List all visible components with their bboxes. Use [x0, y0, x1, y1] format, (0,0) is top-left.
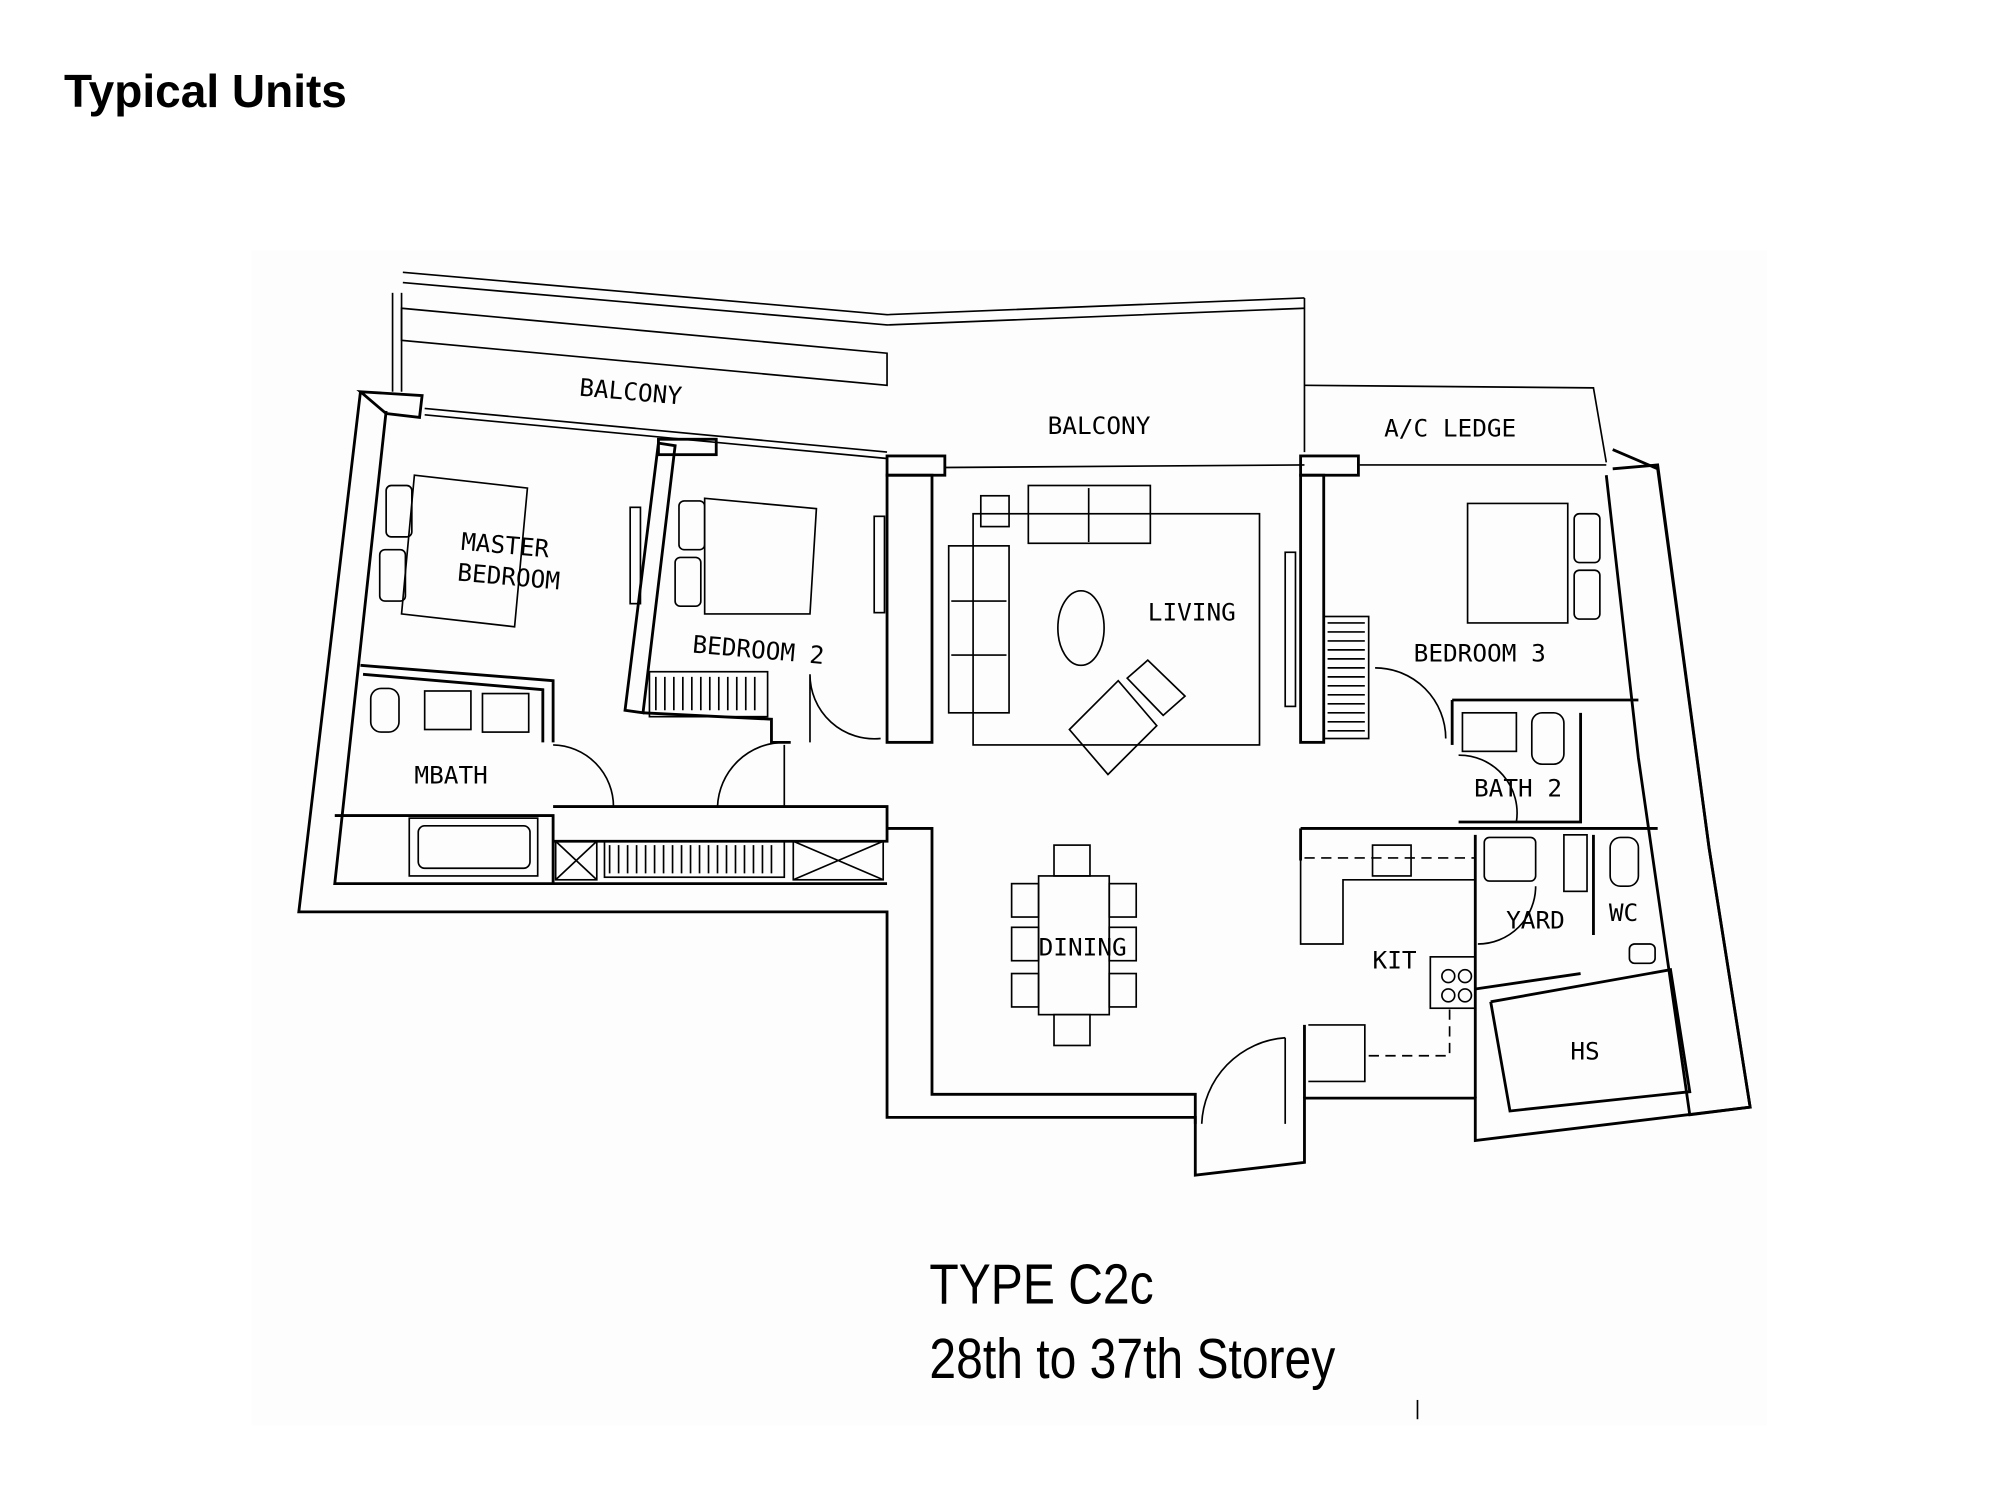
room-label-yard: YARD	[1506, 906, 1565, 935]
room-label-living: LIVING	[1148, 597, 1236, 626]
room-label-kit: KIT	[1373, 945, 1417, 974]
room-label-wc: WC	[1609, 898, 1638, 927]
room-label-ac-ledge: A/C LEDGE	[1384, 414, 1516, 443]
room-label-dining: DINING	[1039, 933, 1127, 962]
page-title: Typical Units	[64, 65, 347, 117]
balcony-railing	[391, 271, 1608, 469]
room-label-bedroom-3: BEDROOM 3	[1414, 638, 1546, 667]
room-label-balcony-center: BALCONY	[1048, 411, 1151, 440]
unit-type-caption: TYPE C2c	[929, 1254, 1153, 1316]
room-label-mbath: MBATH	[414, 760, 487, 789]
room-label-hs: HS	[1570, 1037, 1599, 1066]
room-label-bath-2: BATH 2	[1474, 773, 1562, 802]
fixtures	[369, 474, 1656, 1124]
walls	[297, 390, 1752, 1177]
storey-caption: 28th to 37th Storey	[929, 1329, 1336, 1391]
